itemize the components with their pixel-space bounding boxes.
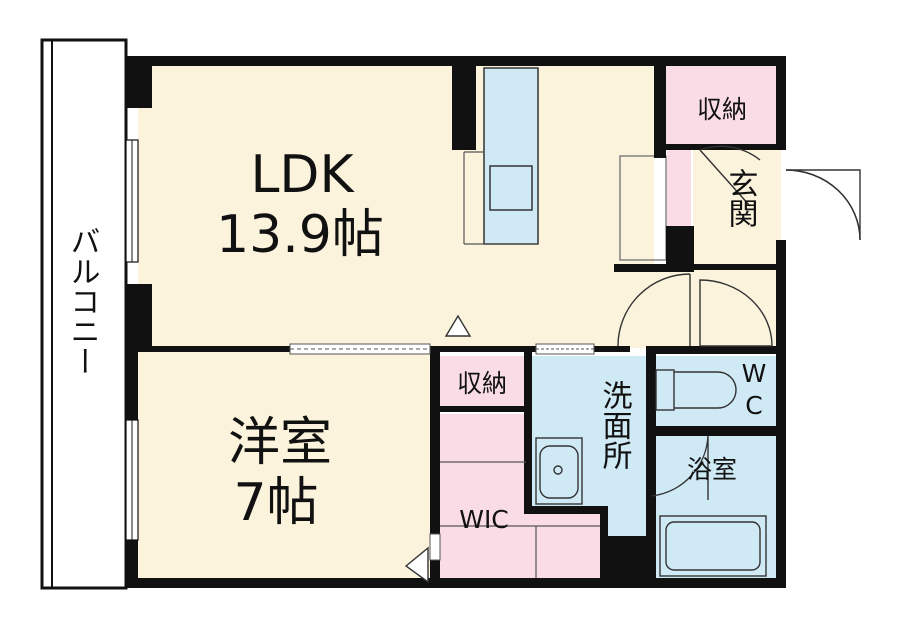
wash-basin	[535, 437, 583, 505]
western-entry-marker	[404, 546, 429, 584]
bath-label: 浴室	[687, 455, 737, 484]
washroom-floor-lower	[606, 500, 648, 538]
bath-floor	[654, 436, 780, 578]
wic-shelves	[440, 461, 600, 578]
ldk-name: LDK	[250, 145, 355, 205]
swing-doors	[617, 145, 861, 500]
storage-mid-label: 収納	[457, 369, 507, 398]
washroom-label: 洗面所	[597, 380, 633, 470]
western-room-floor	[138, 352, 430, 578]
storage-top-label: 収納	[697, 95, 747, 124]
storage-mid-floor	[440, 356, 524, 406]
wc-label-w: W	[742, 359, 767, 388]
washroom-floor	[530, 356, 648, 508]
ldk-floor-lower	[138, 264, 693, 348]
wic-label: WIC	[459, 505, 509, 534]
ldk-size: 13.9帖	[216, 205, 384, 265]
storage-top-floor	[665, 66, 781, 144]
wc-label-c: C	[745, 391, 762, 420]
western-size: 7帖	[233, 473, 318, 533]
walls	[126, 56, 786, 588]
entrance-shoebox	[667, 150, 691, 226]
fridge-space	[619, 155, 667, 261]
wc-floor	[654, 356, 780, 428]
kitchen-counter	[483, 67, 539, 245]
toilet	[655, 369, 737, 411]
western-name: 洋室	[228, 413, 332, 473]
ldk-entry-marker	[444, 314, 472, 337]
entrance-label: 玄関	[723, 168, 758, 228]
balcony-label: バルコニー	[65, 226, 100, 376]
balcony-area	[40, 38, 128, 590]
sliding-doors	[289, 343, 595, 561]
kitchen-sink	[489, 165, 533, 211]
bathtub	[659, 515, 767, 577]
entrance-floor	[693, 148, 781, 346]
